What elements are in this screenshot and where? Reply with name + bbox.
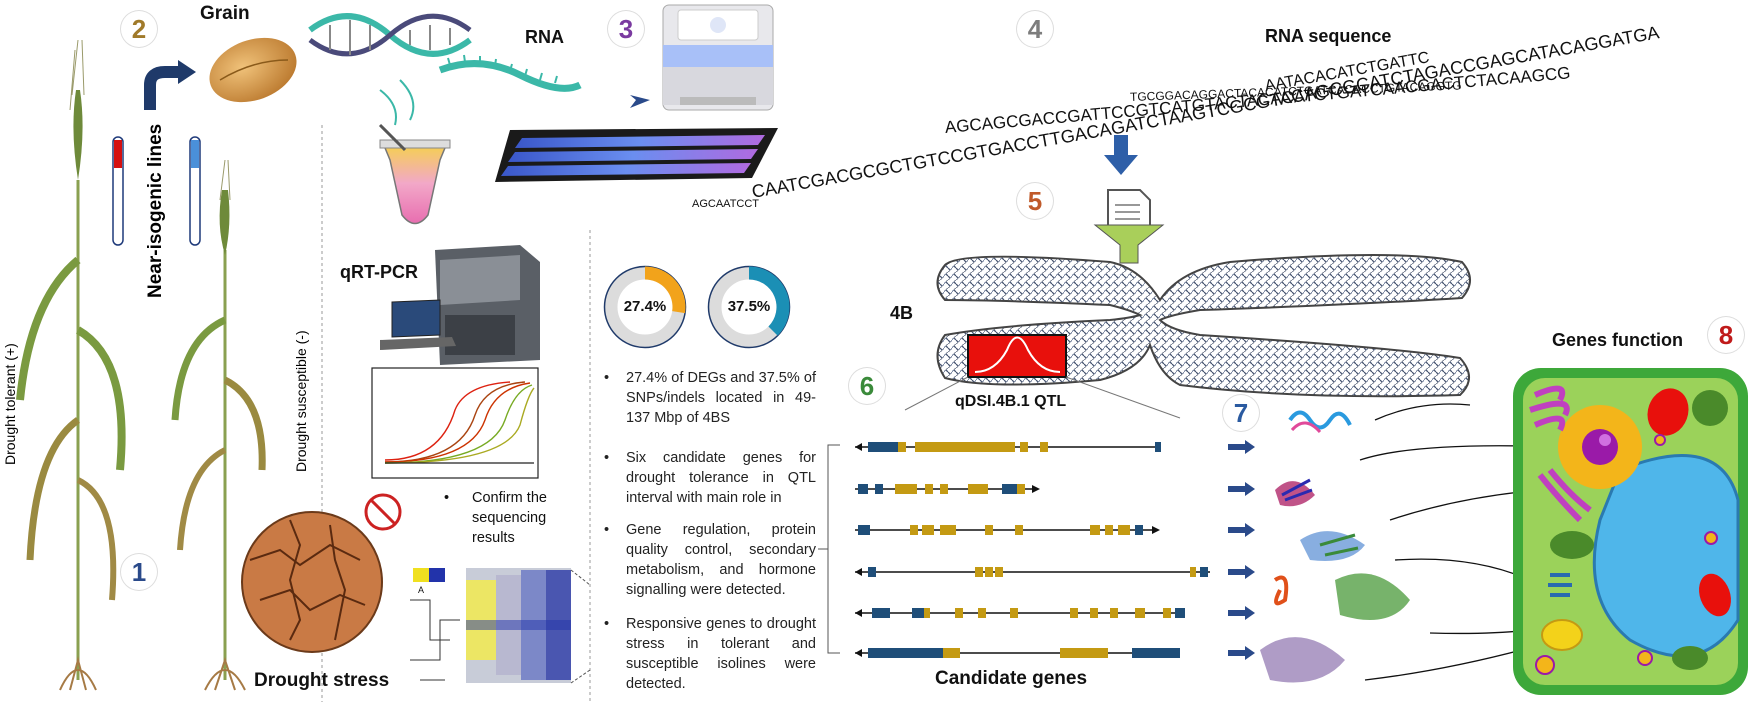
gene-model: [855, 648, 1180, 658]
grain-label: Grain: [200, 3, 250, 24]
donut-charts: [603, 265, 791, 349]
rna-sequence-label: RNA sequence: [1265, 26, 1392, 46]
step-6-badge: 6: [848, 367, 886, 405]
cracked-soil-icon: [241, 511, 383, 653]
bullet-text: 27.4% of DEGs and 37.5% of SNPs/indels l…: [604, 368, 816, 428]
donut-slice: [644, 266, 686, 314]
gene-model: [855, 567, 1210, 577]
step-7-badge: 7: [1222, 394, 1260, 432]
donut-value-label: 27.4%: [623, 298, 667, 315]
no-water-icon: [364, 493, 402, 531]
cell-icon: [1513, 368, 1748, 695]
chromosome-label: 4B: [890, 303, 914, 323]
heatmap: [410, 568, 591, 684]
pcr-machine-icon: [435, 245, 540, 365]
gene-model: [855, 442, 1161, 452]
gene-model: [855, 608, 1185, 618]
flow-cell-icon: [495, 128, 778, 182]
step-2-badge: 2: [120, 10, 158, 48]
candidate-genes-label: Candidate genes: [935, 668, 1088, 689]
wheat-plant-susceptible-icon: [171, 159, 266, 691]
candidate-genes-diagram: [818, 442, 1210, 658]
confirm-line: sequencing: [472, 510, 547, 526]
confirm-sequencing-text: • Confirm the sequencing results: [444, 488, 592, 548]
laptop-icon: [380, 299, 456, 350]
rna-strand-icon: [379, 54, 582, 126]
step-4-badge: 4: [1016, 10, 1054, 48]
amplification-chart: [371, 367, 539, 479]
grain-icon: [209, 37, 297, 103]
drought-tolerant-label: Drought tolerant (+): [2, 343, 18, 465]
chromosome-4b-icon: [904, 254, 1471, 419]
sequence-prefix: AGCAATCCT: [692, 198, 760, 210]
bullet-text: Gene regulation, protein quality control…: [604, 520, 816, 600]
arrow-right-icon: [630, 95, 650, 108]
heatmap-key-label: A: [418, 585, 425, 595]
step-1-badge: 1: [120, 553, 158, 591]
confirm-line: results: [472, 530, 515, 546]
bullet-text: Responsive genes to drought stress in to…: [604, 614, 816, 694]
drought-susceptible-label: Drought susceptible (-): [293, 330, 309, 472]
near-isogenic-lines-label: Near-isogenic lines: [145, 123, 166, 298]
arrow-right-icon: [1228, 440, 1255, 660]
arrow-down-icon: [1104, 135, 1138, 175]
step-3-badge: 3: [607, 10, 645, 48]
drought-stress-label: Drought stress: [254, 670, 390, 691]
qrt-pcr-label: qRT-PCR: [340, 262, 418, 282]
rna-label: RNA: [525, 27, 564, 47]
chromosome-marker-icon: [112, 136, 201, 246]
dna-helix-icon: [308, 13, 472, 57]
genes-function-label: Genes function: [1552, 330, 1684, 350]
donut-slice: [748, 266, 790, 336]
document-filter-icon: [1093, 189, 1165, 264]
step-5-badge: 5: [1016, 182, 1054, 220]
bullet-text: Six candidate genes for drought toleranc…: [604, 448, 816, 508]
protein-structure-icon: [1260, 410, 1410, 683]
wheat-plant-tolerant-icon: [16, 39, 126, 691]
gene-model: [855, 525, 1160, 535]
sample-tube-icon: [378, 123, 451, 225]
sequencer-machine-icon: [662, 4, 774, 111]
step-8-badge: 8: [1707, 316, 1745, 354]
confirm-line: Confirm the: [472, 490, 547, 506]
qtl-label: qDSI.4B.1 QTL: [955, 393, 1067, 410]
gene-model: [855, 484, 1040, 494]
curved-arrow-icon: [144, 66, 180, 110]
donut-value-label: 37.5%: [727, 298, 771, 315]
